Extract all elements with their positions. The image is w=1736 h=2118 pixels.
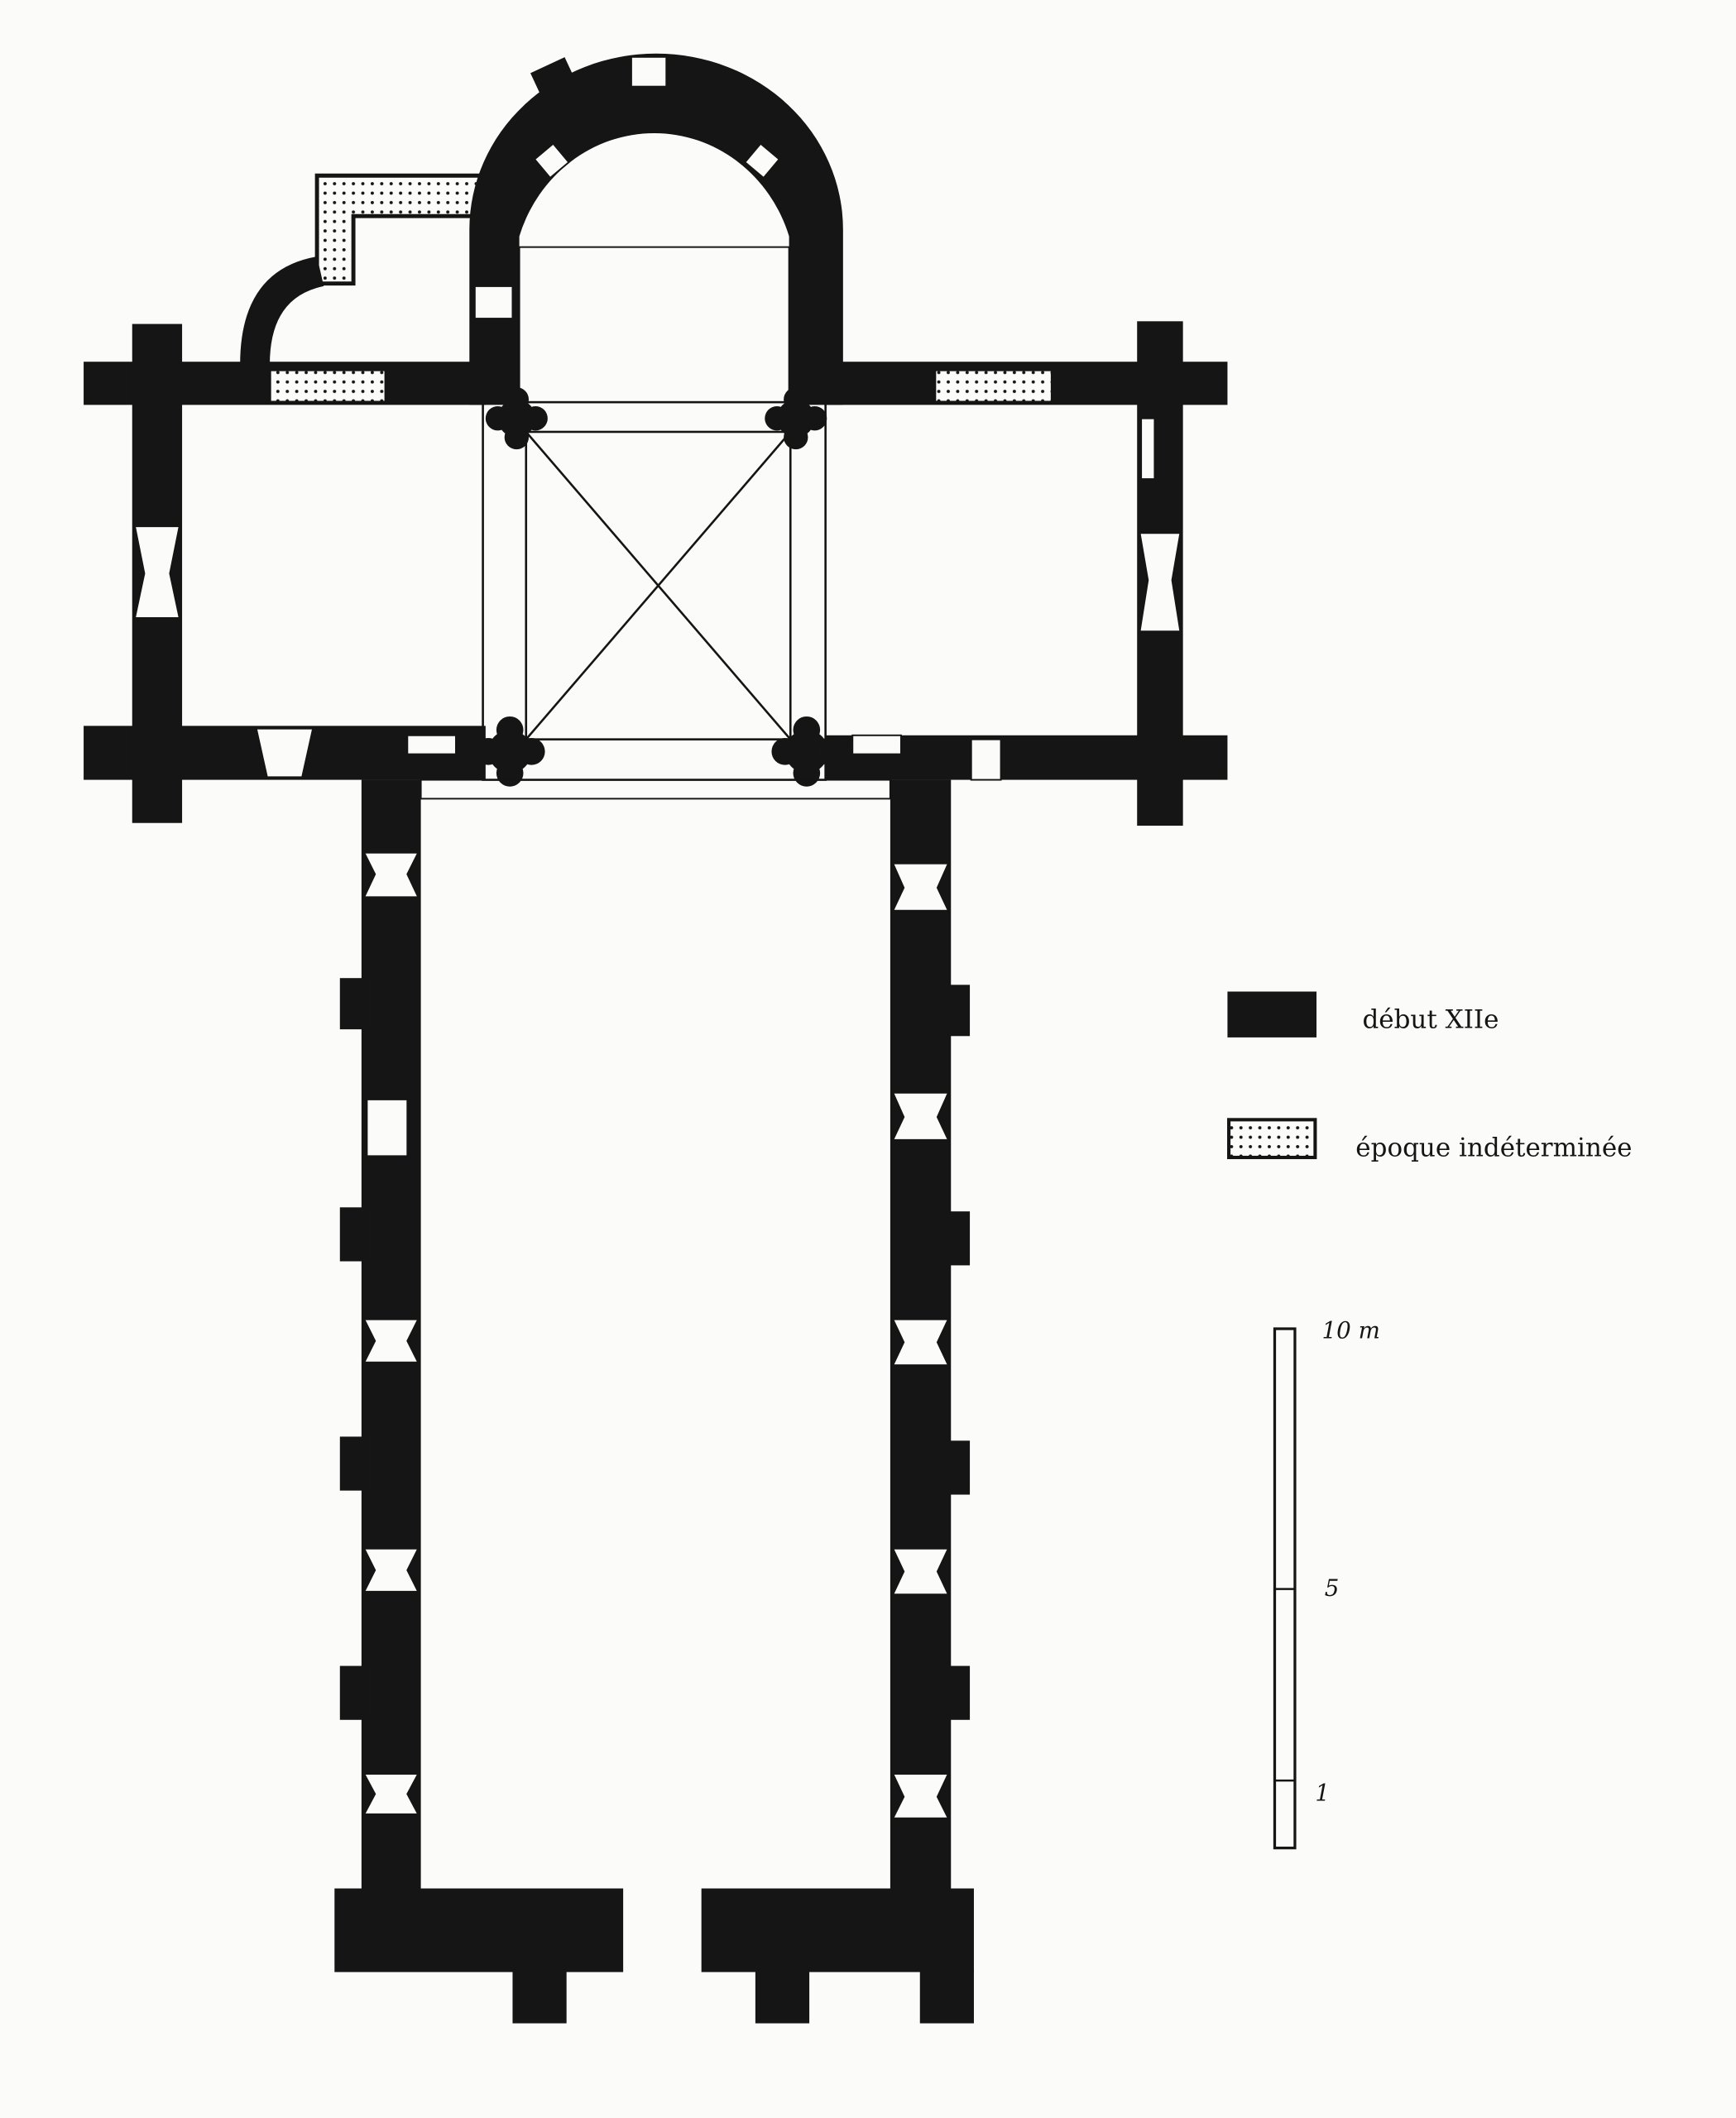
transept — [84, 321, 1228, 826]
scale-bar: 10 m 5 1 — [1273, 1316, 1380, 1850]
crossing-vault — [482, 400, 827, 781]
crossing-piers — [474, 387, 842, 787]
scale-label-10m: 10 m — [1322, 1316, 1380, 1344]
legend: début XIIe époque indéterminée — [1227, 991, 1632, 1162]
legend-swatch-dotted — [1227, 1118, 1317, 1160]
apse — [469, 53, 843, 405]
nave — [334, 779, 974, 2024]
north-chapel-undetermined — [240, 173, 495, 365]
legend-label-debut-xiie: début XIIe — [1362, 1005, 1499, 1035]
legend-label-epoque-indeterminee: époque indéterminée — [1355, 1133, 1632, 1162]
scale-label-1: 1 — [1315, 1780, 1330, 1807]
scale-label-5: 5 — [1325, 1574, 1340, 1602]
legend-swatch-solid — [1227, 991, 1317, 1037]
